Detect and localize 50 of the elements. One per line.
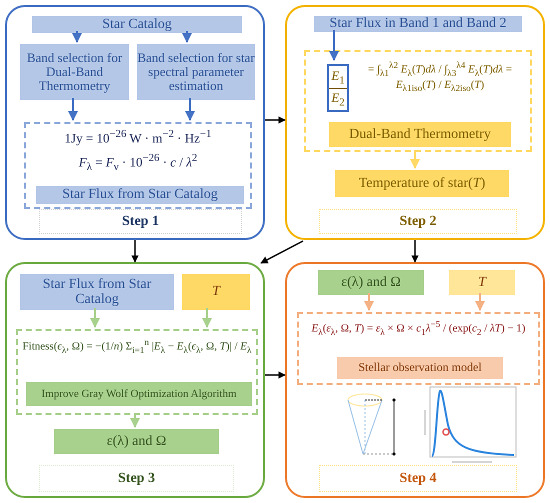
- arrow: [265, 116, 286, 124]
- label-box: ε(λ) and Ω: [318, 270, 424, 295]
- label-box: Star Flux from Star Catalog: [36, 186, 244, 204]
- arrow: [90, 308, 100, 328]
- label-box: Temperature of star(T): [335, 170, 509, 197]
- step-panel: [5, 262, 265, 498]
- label-box: Stellar observation model: [337, 357, 503, 379]
- arrow: [329, 30, 339, 61]
- step-label-box: Step 4: [319, 465, 517, 492]
- arrow: [68, 98, 78, 121]
- label-box: Star Catalog: [32, 16, 242, 33]
- formula: Fitness(ϵ$_{λ}$, Ω) = −(1/n) Σ$_{i=1}$$^{n}$ |E$_{λ}$ − E$_{λ}$(ϵ$_{λ}$, Ω, T)| / E$_{λ}$: [22, 337, 252, 356]
- step-label-box: Step 2: [319, 209, 517, 234]
- step-panel: [5, 5, 265, 240]
- arrow: [265, 371, 286, 379]
- formula-term: E$_{2}$: [330, 88, 346, 110]
- arrow: [202, 308, 212, 328]
- arrow: [72, 31, 82, 43]
- formula: 1Jy = 10$^{−26}$ W · m$^{−2}$ · Hz$^{−1}$: [64, 128, 212, 147]
- label-box: Band selection for Dual-Band Thermometry: [20, 44, 129, 100]
- dashed-group-box: [24, 122, 252, 209]
- step-panel: [285, 5, 545, 240]
- highlight-box: [327, 64, 349, 112]
- label-box: ε(λ) and Ω: [54, 429, 219, 454]
- label-box: Improve Gray Wolf Optimization Algorithm: [26, 382, 252, 406]
- formula: F$_{λ}$ = F$_{ν}$ · 10$^{−26}$ · c / λ$^{2}$: [78, 152, 198, 174]
- formula-term: E$_{1}$: [329, 66, 347, 88]
- label-box: T: [182, 274, 250, 310]
- arrow: [260, 240, 304, 264]
- arrow: [411, 240, 419, 263]
- step-label-box: Step 1: [39, 209, 242, 234]
- arrow: [130, 413, 140, 428]
- formula: E$_{λ}$(ε$_{λ}$, Ω, T) = ε$_{λ}$ × Ω × c$_{1}$λ$^{−5}$ / (exp(c$_{2}$ / λT) − 1): [310, 319, 526, 338]
- arrow: [364, 293, 374, 311]
- arrow: [475, 293, 485, 311]
- arrow: [410, 150, 420, 169]
- label-box: Star Flux from Star Catalog: [20, 274, 174, 310]
- label-box: Star Flux in Band 1 and Band 2: [314, 16, 522, 32]
- dashed-group-box: [16, 329, 258, 415]
- label-box: Band selection for star spectral parameter estimation: [137, 44, 255, 100]
- arrow: [182, 31, 192, 43]
- step-label-box: Step 3: [39, 465, 234, 492]
- step-panel: [285, 262, 545, 498]
- dashed-group-box: [297, 312, 540, 385]
- formula: = ∫$_{λ1}$$^{λ2}$ E$_{λ}$(T)dλ / ∫$_{λ3}$$^{λ4}$ E$_{λ}$(T)dλ = E$_{λ1iso}$(T) / E$_{λ2iso}$(T): [367, 60, 513, 95]
- dashed-group-box: [304, 50, 532, 152]
- label-box: T: [449, 270, 515, 295]
- label-box: Dual-Band Thermometry: [329, 122, 511, 147]
- arrow: [185, 98, 195, 121]
- arrow: [131, 240, 139, 263]
